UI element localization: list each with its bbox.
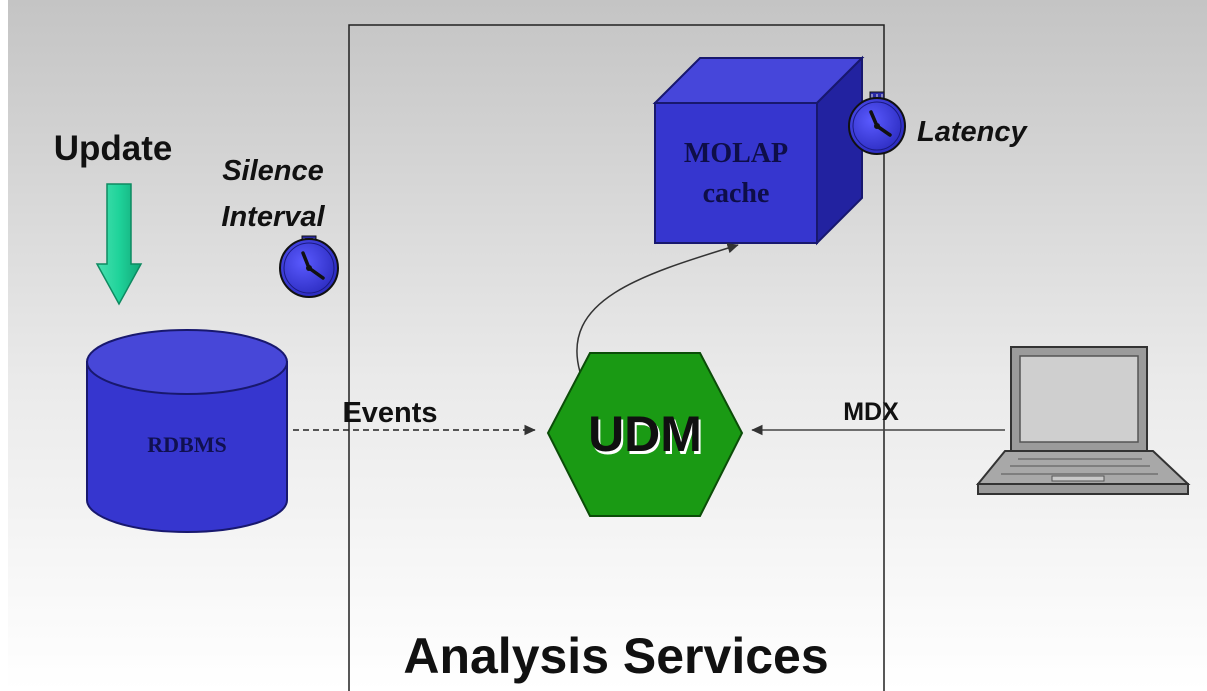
svg-text:UDM: UDM xyxy=(590,409,704,465)
molap-label-line2: cache xyxy=(703,178,770,209)
rdbms-label: RDBMS xyxy=(147,432,226,457)
udm-label: UDM xyxy=(588,406,702,462)
silence-label-line2: Interval xyxy=(221,201,325,233)
analysis-services-label: Analysis Services xyxy=(403,628,828,684)
events-label: Events xyxy=(342,397,437,429)
down-arrow-icon xyxy=(95,183,143,306)
analysis-services-frame xyxy=(348,24,885,691)
mdx-label: MDX xyxy=(843,398,899,426)
udm-to-cache-arrow xyxy=(576,243,739,373)
silence-label-line1: Silence xyxy=(222,155,324,187)
database-cylinder-icon xyxy=(86,329,288,533)
laptop-icon xyxy=(975,346,1191,495)
stopwatch-icon xyxy=(848,91,906,155)
latency-label: Latency xyxy=(917,116,1028,148)
cube-icon xyxy=(652,55,865,246)
molap-label-line1: MOLAP xyxy=(684,138,788,169)
hexagon-icon xyxy=(546,352,744,517)
update-label: Update xyxy=(54,129,173,168)
stopwatch-icon xyxy=(279,235,339,298)
